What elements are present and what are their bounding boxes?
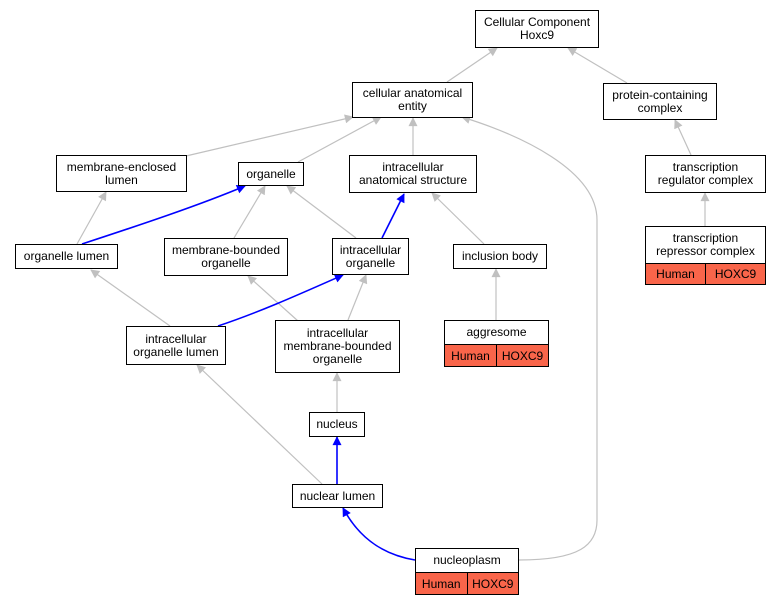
edge-nucleoplasm-to-nuclumen-blue (342, 507, 416, 561)
edge-pcc-to-root (567, 47, 628, 84)
annotation-gene: HOXC9 (466, 573, 518, 594)
node-nuclear-lumen[interactable]: nuclear lumen (292, 484, 383, 508)
node-nucleoplasm[interactable]: nucleoplasm (415, 548, 519, 573)
edge-orglumen-to-organelle-blue (81, 185, 246, 245)
edge-orglumen-to-mel (76, 191, 107, 245)
edge-trc-to-pcc (674, 119, 692, 156)
annotation-transcription-repressor-complex: Human HOXC9 (645, 263, 766, 285)
edge-mel-to-cae (185, 114, 354, 157)
edge-incbody-to-ias (431, 192, 485, 245)
edge-mbo-to-organelle (233, 185, 266, 239)
node-inclusion-body[interactable]: inclusion body (453, 244, 547, 269)
annotation-species: Human (646, 264, 705, 284)
edge-iol-to-orglumen (90, 269, 171, 327)
edge-nuclumen-to-iol (196, 364, 323, 485)
annotation-aggresome: Human HOXC9 (444, 344, 549, 367)
annotation-species: Human (445, 345, 496, 366)
edge-imbo-to-io (347, 274, 368, 321)
node-organelle-lumen[interactable]: organelle lumen (15, 244, 118, 269)
node-aggresome[interactable]: aggresome (444, 320, 549, 345)
annotation-species: Human (416, 573, 467, 594)
annotation-gene: HOXC9 (705, 264, 765, 284)
edge-iol-to-io-blue (217, 274, 344, 327)
annotation-gene: HOXC9 (496, 345, 548, 366)
annotation-nucleoplasm: Human HOXC9 (415, 572, 519, 595)
node-nucleus[interactable]: nucleus (309, 412, 365, 437)
edge-nucleoplasm-to-cae (461, 115, 598, 561)
edge-io-to-ias-blue (381, 193, 405, 239)
edge-io-to-organelle (286, 185, 357, 239)
node-organelle[interactable]: organelle (238, 162, 304, 186)
edge-organelle-to-cae (297, 116, 382, 163)
edge-cae-to-root (446, 47, 498, 83)
edge-imbo-to-mbo (247, 275, 299, 322)
